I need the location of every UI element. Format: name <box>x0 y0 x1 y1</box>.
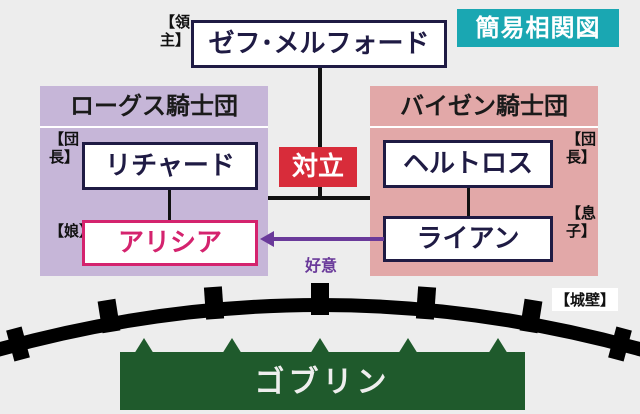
affection-label: 好意 <box>305 256 338 275</box>
left-daughter-box: アリシア <box>82 220 258 266</box>
left-daughter-role-tag: 【娘】 <box>49 222 94 240</box>
lord-role-tag: 【領主】 <box>160 13 191 49</box>
right-faction-name: バイゼン騎士団 <box>400 91 568 120</box>
diagram-title: 簡易相関図 <box>457 9 619 47</box>
right-faction-divider <box>370 126 598 128</box>
left-faction-divider <box>40 126 268 128</box>
enemy-spikes <box>134 338 508 354</box>
city-wall <box>0 283 640 362</box>
right-leader-box: ヘルトロス <box>383 140 553 188</box>
lord-name-box: ゼフ･メルフォード <box>191 20 447 68</box>
wall-label: 【城壁】 <box>552 288 619 311</box>
left-family-line <box>168 190 171 220</box>
right-family-line <box>467 188 470 218</box>
lord-connector-line <box>318 68 322 198</box>
conflict-label: 対立 <box>279 147 357 187</box>
left-leader-role-tag: 【団長】 <box>49 130 80 166</box>
left-faction-name: ローグス騎士団 <box>70 91 238 120</box>
affection-arrow <box>260 231 384 247</box>
left-leader-box: リチャード <box>82 142 258 190</box>
right-son-role-tag: 【息子】 <box>566 204 597 240</box>
factions-connector-line <box>268 196 372 200</box>
right-leader-role-tag: 【団長】 <box>566 130 597 166</box>
right-son-box: ライアン <box>383 216 553 262</box>
enemy-label: ゴブリン <box>120 352 525 410</box>
